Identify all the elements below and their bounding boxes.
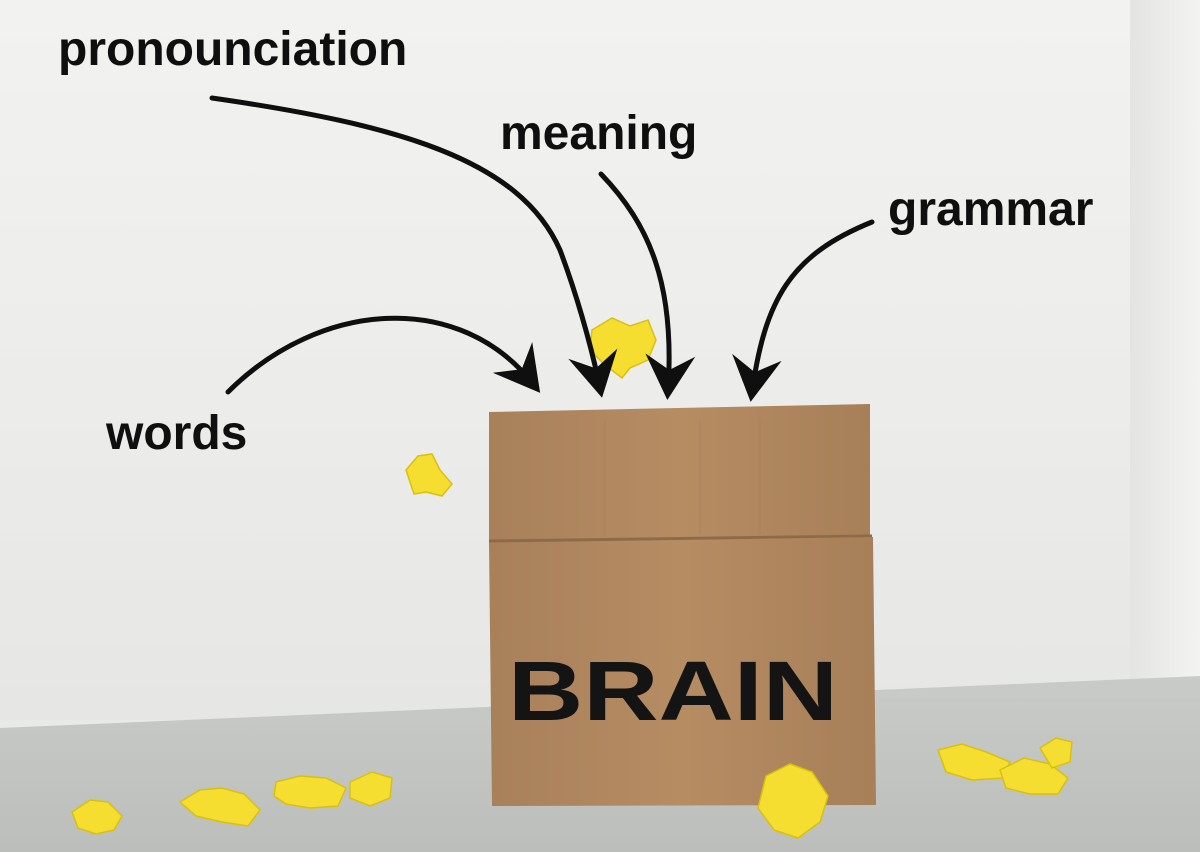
paper-ball-falling: [405, 453, 453, 497]
arrow-pronunciation: [209, 95, 618, 398]
box-top-flap: [489, 404, 870, 545]
arrow-meaning: [598, 171, 696, 400]
label-pronunciation: pronounciation: [58, 23, 408, 76]
box-front-panel: [489, 537, 876, 806]
label-words: words: [106, 407, 248, 460]
box-label-brain: BRAIN: [508, 644, 838, 738]
crumpled-paper-group: [71, 317, 1073, 839]
paper-ball-falling: [589, 317, 657, 380]
paper-ball-floor: [273, 775, 347, 809]
paper-ball-floor: [1038, 737, 1073, 769]
arrow-grammar: [732, 219, 875, 402]
paper-ball-floor: [757, 763, 829, 839]
cardboard-box: BRAIN: [488, 404, 876, 806]
paper-ball-floor: [178, 787, 261, 827]
label-grammar: grammar: [888, 183, 1094, 236]
paper-ball-floor: [71, 799, 123, 835]
label-meaning: meaning: [500, 107, 698, 160]
paper-ball-floor: [349, 771, 393, 807]
wall-corner: [1130, 0, 1200, 700]
arrow-words: [225, 315, 541, 395]
box-fold-line: [488, 534, 873, 543]
